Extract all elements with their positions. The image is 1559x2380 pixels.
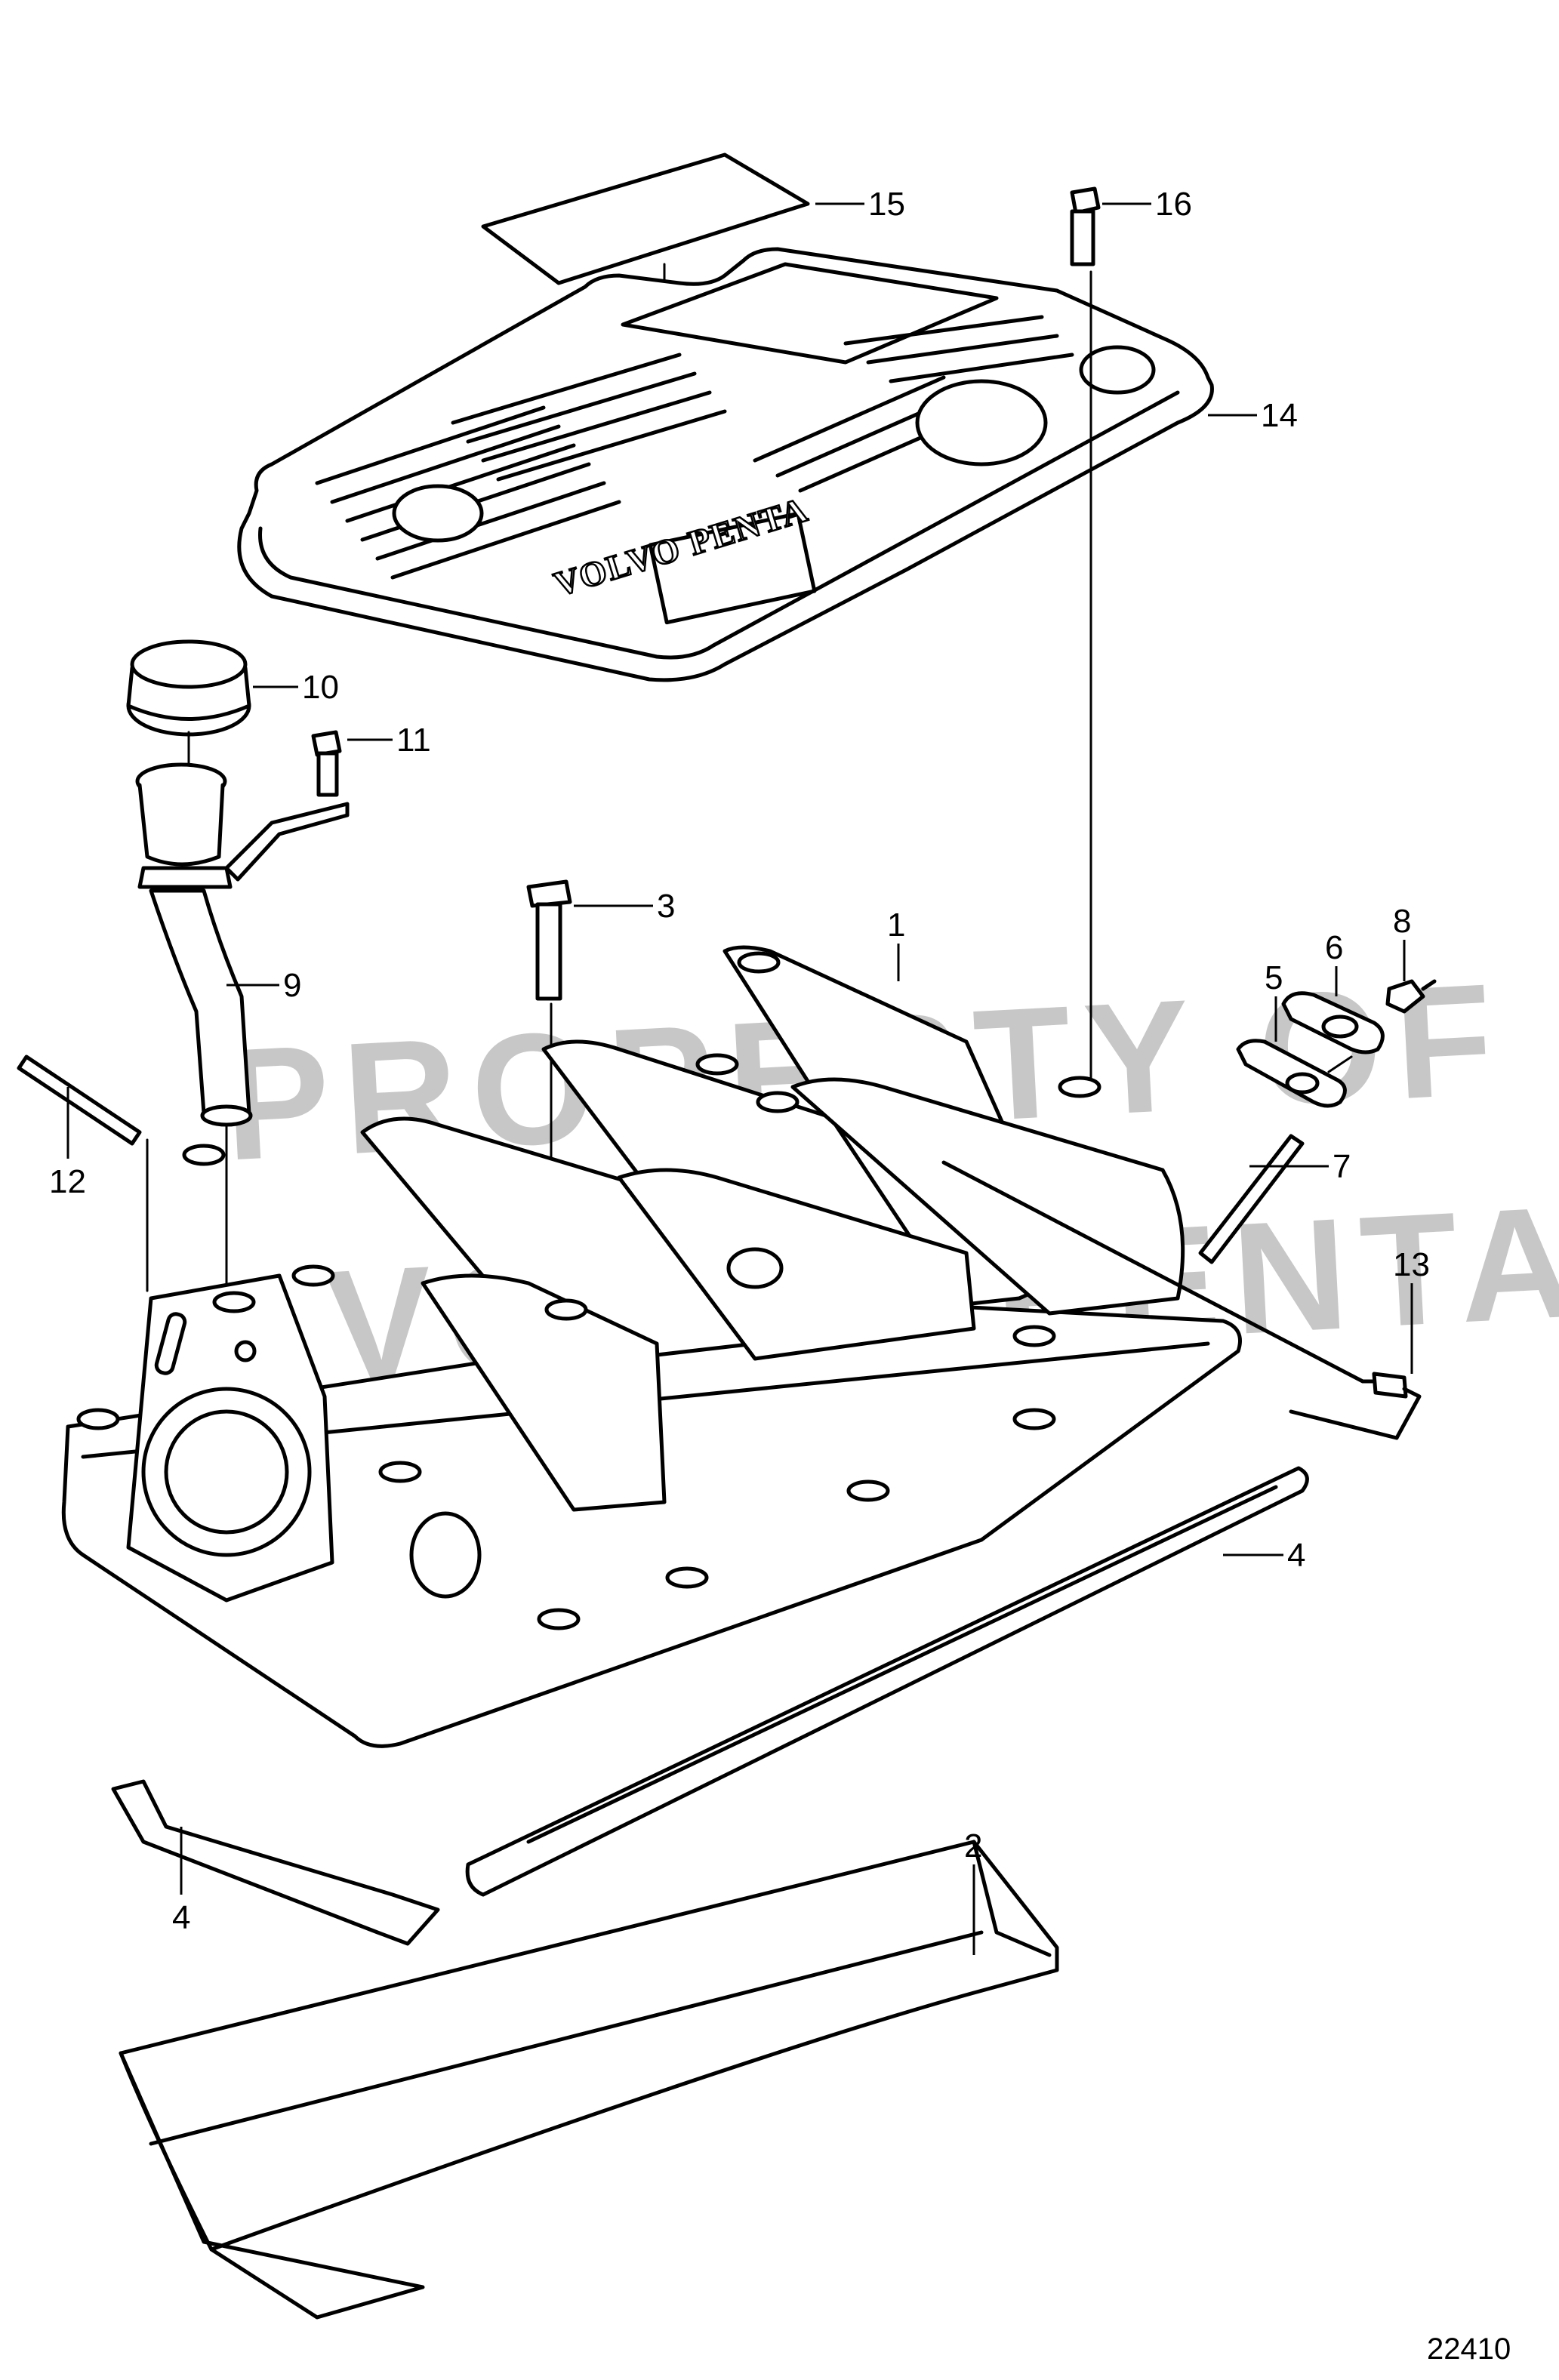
boss xyxy=(1012,1408,1056,1430)
callout-11: 11 xyxy=(396,722,431,759)
callout-5: 5 xyxy=(1265,959,1283,996)
boss xyxy=(76,1408,120,1430)
callout-6: 6 xyxy=(1325,929,1343,966)
leader-lines xyxy=(66,202,1413,1955)
callout-14: 14 xyxy=(1261,397,1298,434)
callout-12: 12 xyxy=(49,1163,86,1200)
part-13-pipe[interactable] xyxy=(941,1160,1422,1440)
cover-hole-right xyxy=(1079,345,1156,395)
callout-1: 1 xyxy=(887,907,905,944)
part-2-heat-shield[interactable] xyxy=(119,1840,1059,2320)
part-7-stud[interactable] xyxy=(1198,1134,1305,1264)
manifold-throttle-bore xyxy=(141,1387,312,1557)
callout-2: 2 xyxy=(964,1827,982,1864)
cover-top-recess xyxy=(648,511,817,625)
boss xyxy=(212,1291,256,1313)
boss xyxy=(737,951,781,974)
part-15-label-plate[interactable] xyxy=(481,152,810,285)
callout-13: 13 xyxy=(1393,1246,1430,1283)
callout-3: 3 xyxy=(657,888,675,925)
callout-7: 7 xyxy=(1333,1148,1351,1185)
callout-labels: 15 16 14 10 11 3 1 5 6 8 9 12 7 13 4 4 2 xyxy=(49,186,1430,1936)
part-14-engine-cover[interactable]: VOLVO PENTA xyxy=(237,247,1214,682)
part-3-bolt[interactable] xyxy=(526,879,572,1001)
reference-number: 22410 xyxy=(1427,2332,1511,2366)
boss xyxy=(756,1091,800,1113)
boss xyxy=(378,1461,422,1483)
callout-4-right: 4 xyxy=(1287,1537,1305,1574)
callout-16: 16 xyxy=(1155,186,1192,223)
callout-8: 8 xyxy=(1393,903,1411,940)
boss xyxy=(537,1608,581,1630)
boss xyxy=(665,1566,709,1589)
callout-9: 9 xyxy=(283,967,301,1004)
part-10-filler-cap[interactable] xyxy=(126,639,251,737)
manifold-runner-1 xyxy=(421,1273,667,1512)
callout-15: 15 xyxy=(868,186,905,223)
part-12-stud[interactable] xyxy=(17,1055,142,1146)
part-16-bolt[interactable] xyxy=(1070,186,1101,266)
callout-4-left: 4 xyxy=(172,1899,190,1936)
part-8-fitting[interactable] xyxy=(1385,979,1437,1014)
boss xyxy=(695,1053,739,1076)
cover-lower-plate-recess xyxy=(621,262,999,365)
boss xyxy=(1058,1076,1101,1098)
part-9-filler-tube[interactable] xyxy=(135,762,350,1127)
manifold-port xyxy=(726,1247,784,1289)
manifold-port xyxy=(409,1511,482,1599)
part-4-gasket-right[interactable] xyxy=(465,1466,1309,1897)
boss xyxy=(1012,1325,1056,1347)
part-1-intake-manifold[interactable] xyxy=(61,945,1242,1748)
cover-hole-left xyxy=(392,484,484,543)
cover-ribs-left xyxy=(315,353,727,580)
callout-10: 10 xyxy=(302,669,339,706)
boss xyxy=(291,1264,335,1287)
part-4-gasket-left[interactable] xyxy=(111,1779,440,1946)
boss xyxy=(544,1298,588,1321)
boss xyxy=(846,1479,890,1502)
part-6-flange[interactable] xyxy=(1281,991,1385,1055)
boss xyxy=(182,1144,226,1166)
cover-round-recess xyxy=(915,379,1048,466)
part-5-gasket[interactable] xyxy=(1236,1039,1347,1108)
filler-bracket xyxy=(224,802,350,882)
part-11-bolt[interactable] xyxy=(311,730,342,797)
